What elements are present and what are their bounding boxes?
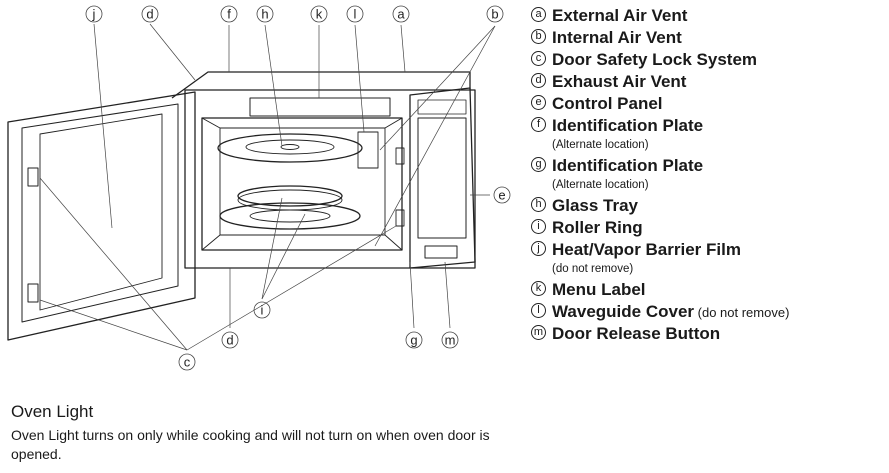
waveguide-cover	[357, 131, 379, 169]
control-panel	[409, 87, 476, 269]
legend-letter-badge: a	[531, 7, 546, 22]
legend-letter-badge: h	[531, 197, 546, 212]
glass-tray-upper	[217, 133, 363, 163]
callout-j: j	[85, 5, 103, 23]
callout-letter: h	[261, 7, 268, 22]
callout-letter: f	[227, 7, 231, 22]
legend-letter-badge: c	[531, 51, 546, 66]
roller-ring	[237, 185, 343, 207]
callout-letter: c	[184, 355, 191, 370]
legend-item-m: m Door Release Button	[531, 324, 887, 346]
legend-letter-badge: d	[531, 73, 546, 88]
callout-b: b	[486, 5, 504, 23]
callout-d: d	[141, 5, 159, 23]
callout-e: e	[493, 186, 511, 204]
legend-letter-badge: m	[531, 325, 546, 340]
legend-letter-badge: e	[531, 95, 546, 110]
callout-l: l	[346, 5, 364, 23]
microwave-parts-diagram: j d f h k l a b e i d g m c	[7, 5, 511, 371]
callout-k: k	[310, 5, 328, 23]
oven-light-title: Oven Light	[11, 402, 94, 421]
callout-g: g	[405, 331, 423, 349]
callout-i: i	[253, 301, 271, 319]
menu-label	[249, 97, 391, 117]
callout-d: d	[221, 331, 239, 349]
legend-letter-badge: k	[531, 281, 546, 296]
oven-cavity	[201, 117, 403, 251]
legend-note: (Alternate location)	[552, 179, 649, 191]
legend-item-f: f Identification Plate (Alternate location…	[531, 116, 887, 156]
legend-label: Glass Tray	[552, 196, 639, 215]
legend-item-j: j Heat/Vapor Barrier Film (do not remove)	[531, 240, 887, 280]
oven-cabinet-outline	[171, 71, 471, 99]
callout-letter: m	[445, 333, 456, 348]
callout-letter: b	[491, 7, 498, 22]
legend-item-g: g Identification Plate (Alternate location…	[531, 156, 887, 196]
legend-item-i: i Roller Ring	[531, 218, 887, 240]
callout-letter: e	[498, 188, 505, 203]
callout-c: c	[178, 353, 196, 371]
legend-label: Roller Ring	[552, 218, 643, 237]
legend-label: Identification Plate	[552, 116, 704, 135]
oven-light-section: Oven Light Oven Light turns on only whil…	[11, 402, 521, 464]
legend-letter-badge: b	[531, 29, 546, 44]
glass-tray-lower	[219, 202, 361, 230]
heat-vapor-barrier-film	[39, 113, 163, 311]
callout-letter: i	[261, 303, 264, 318]
legend-item-b: b Internal Air Vent	[531, 28, 887, 50]
callout-a: a	[392, 5, 410, 23]
legend-letter-badge: i	[531, 219, 546, 234]
callout-letter: j	[92, 7, 96, 22]
door-release-button	[424, 245, 458, 259]
callout-letter: d	[146, 7, 153, 22]
oven-door	[7, 91, 196, 341]
legend-item-d: d Exhaust Air Vent	[531, 72, 887, 94]
legend-item-h: h Glass Tray	[531, 196, 887, 218]
legend-item-e: e Control Panel	[531, 94, 887, 116]
callout-letter: g	[410, 333, 417, 348]
legend-note: (Alternate location)	[552, 139, 649, 151]
callout-letter: a	[397, 7, 405, 22]
legend-label: Waveguide Cover	[552, 302, 695, 321]
callout-letter: k	[316, 7, 323, 22]
legend-label: Door Safety Lock System	[552, 50, 758, 69]
legend-label: Identification Plate	[552, 156, 704, 175]
legend-label-suffix: (do not remove)	[694, 305, 790, 320]
legend-label: Internal Air Vent	[552, 28, 682, 47]
callout-h: h	[256, 5, 274, 23]
legend-note: (do not remove)	[552, 263, 634, 275]
legend-letter-badge: j	[531, 241, 546, 256]
legend-label: Exhaust Air Vent	[552, 72, 687, 91]
legend-item-c: c Door Safety Lock System	[531, 50, 887, 72]
legend-label: Control Panel	[552, 94, 663, 113]
legend-label: Menu Label	[552, 280, 646, 299]
callout-letter: l	[354, 7, 357, 22]
legend-letter-badge: g	[531, 157, 546, 172]
legend-label: Heat/Vapor Barrier Film	[552, 240, 741, 259]
legend-item-a: a External Air Vent	[531, 6, 887, 28]
oven-light-description: Oven Light turns on only while cooking a…	[11, 427, 490, 462]
legend-letter-badge: f	[531, 117, 546, 132]
legend-item-l: l Waveguide Cover (do not remove)	[531, 302, 887, 324]
legend-letter-badge: l	[531, 303, 546, 318]
oven-body	[184, 89, 476, 269]
callout-letter: d	[226, 333, 233, 348]
callout-f: f	[220, 5, 238, 23]
callout-m: m	[441, 331, 459, 349]
legend-item-k: k Menu Label	[531, 280, 887, 302]
legend-label: External Air Vent	[552, 6, 688, 25]
legend-label: Door Release Button	[552, 324, 721, 343]
